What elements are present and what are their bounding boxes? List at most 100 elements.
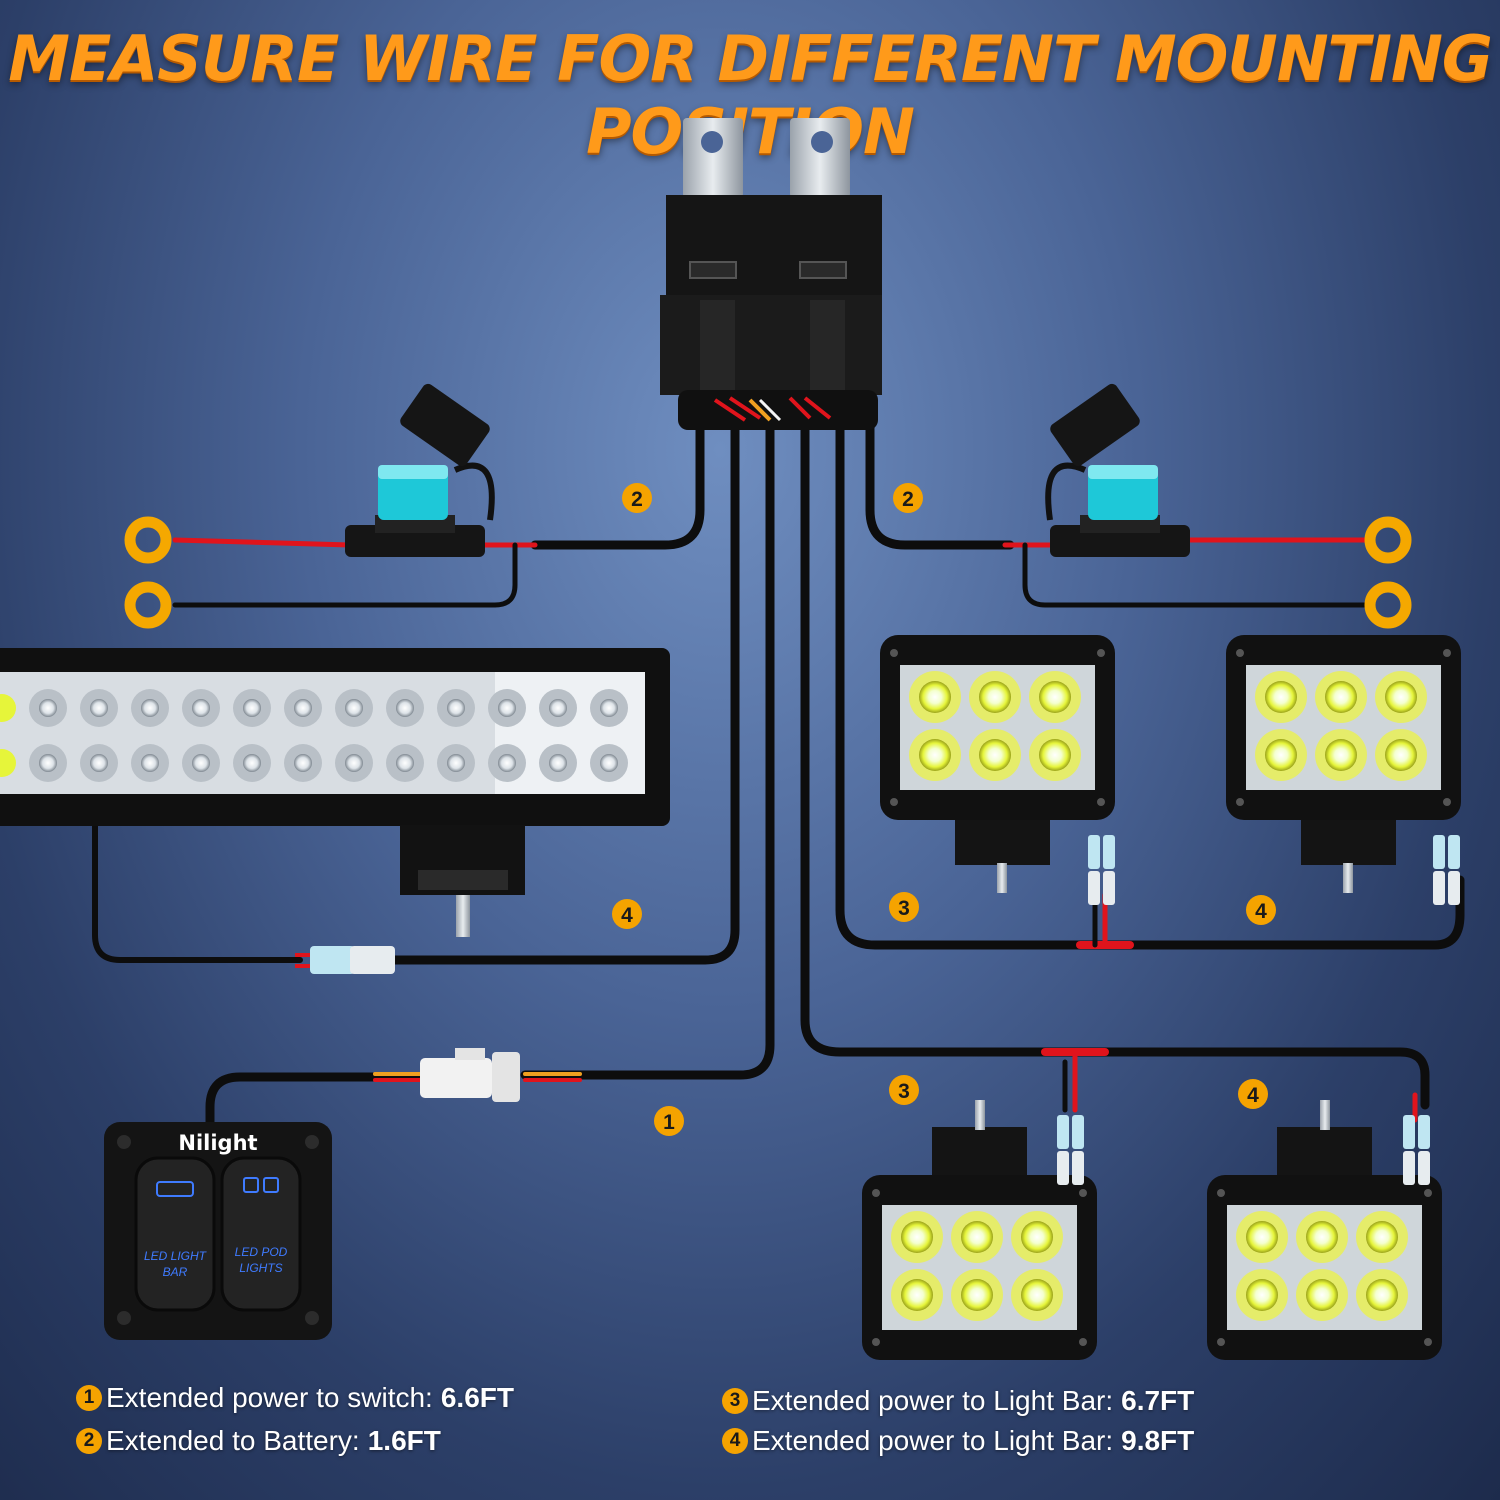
relay-left xyxy=(660,118,774,395)
pod-screw xyxy=(1424,1338,1432,1346)
pod-screw xyxy=(1443,649,1451,657)
wire-light-bar xyxy=(390,415,740,965)
svg-text:3: 3 xyxy=(898,1080,910,1103)
pod-led xyxy=(1366,1221,1398,1253)
led-lamp xyxy=(243,699,261,717)
wire-left-ground xyxy=(172,542,518,608)
led-lamp xyxy=(447,699,465,717)
legend-item: 3 Extended power to Light Bar: 6.7FT xyxy=(722,1385,1194,1417)
legend-label: Extended power to Light Bar: xyxy=(752,1385,1114,1416)
pod-led xyxy=(919,739,951,771)
svg-text:2: 2 xyxy=(902,488,914,511)
wire-marker-badge: 1 xyxy=(654,1106,684,1136)
relay-window xyxy=(689,261,737,279)
switch-rocker-right[interactable] xyxy=(220,1156,302,1312)
legend-item: 4 Extended power to Light Bar: 9.8FT xyxy=(722,1425,1194,1457)
led-lamp xyxy=(39,699,57,717)
led-lamp xyxy=(90,754,108,772)
pod-screw xyxy=(1236,649,1244,657)
pod-connector xyxy=(1088,871,1100,905)
pod-screw xyxy=(1097,798,1105,806)
wire-marker-badge: 4 xyxy=(612,899,642,929)
pod-screw xyxy=(872,1338,880,1346)
fuse-holder-left xyxy=(345,383,495,557)
pod-led xyxy=(1265,739,1297,771)
connector-light-bar xyxy=(295,946,395,974)
pod-connector xyxy=(1448,835,1460,869)
legend-label: Extended power to Light Bar: xyxy=(752,1425,1114,1456)
legend-value: 9.8FT xyxy=(1121,1425,1195,1456)
pod-connector xyxy=(1103,835,1115,869)
pod-led xyxy=(901,1221,933,1253)
led-lamp xyxy=(90,699,108,717)
pod-led xyxy=(961,1279,993,1311)
legend-value: 1.6FT xyxy=(367,1425,441,1456)
pod-connector xyxy=(1057,1115,1069,1149)
wire-group xyxy=(92,415,1465,1130)
relay-socket-shade xyxy=(810,300,845,395)
legend-number-badge: 3 xyxy=(722,1388,748,1414)
wire-left-red-ring xyxy=(172,537,353,548)
led-light-bar xyxy=(0,648,670,937)
pod-connector xyxy=(1403,1115,1415,1149)
legend-number-badge: 1 xyxy=(76,1385,102,1411)
svg-text:4: 4 xyxy=(1247,1084,1259,1107)
pod-led xyxy=(1366,1279,1398,1311)
relay-housing xyxy=(774,195,882,300)
pod-led xyxy=(1306,1279,1338,1311)
led-lamp-edge xyxy=(0,749,16,777)
light-bar-leds xyxy=(0,689,628,782)
pod-light-upper-right xyxy=(1226,635,1461,905)
wire-switch xyxy=(520,415,775,1080)
pod-led xyxy=(979,681,1011,713)
pod-light-lower-right xyxy=(1207,1100,1442,1360)
pod-led xyxy=(1325,739,1357,771)
pod-led xyxy=(1306,1221,1338,1253)
wire-right-battery xyxy=(865,415,1015,550)
pod-led xyxy=(1039,681,1071,713)
pod-led xyxy=(1246,1221,1278,1253)
pod-light-upper-left xyxy=(880,635,1115,905)
switch-harness-connector xyxy=(420,1048,520,1102)
wire-upper-pods xyxy=(835,415,1465,950)
pod-screw xyxy=(890,798,898,806)
pod-led xyxy=(1021,1221,1053,1253)
wire-marker-badges: 2 2 4 3 4 1 3 4 xyxy=(612,483,1276,1136)
pod-screw xyxy=(1079,1338,1087,1346)
pod-led xyxy=(1246,1279,1278,1311)
svg-text:4: 4 xyxy=(1255,900,1267,923)
switch-label-right-1: LED POD xyxy=(235,1245,288,1259)
switch-rocker-left[interactable] xyxy=(134,1156,216,1312)
pod-screw xyxy=(1217,1338,1225,1346)
led-lamp xyxy=(600,754,618,772)
wire-marker-badge: 2 xyxy=(622,483,652,513)
wire-right-ground xyxy=(1022,542,1368,608)
pod-screw xyxy=(872,1189,880,1197)
pod-screw xyxy=(1443,798,1451,806)
pod-connector xyxy=(1448,871,1460,905)
wire-marker-badge: 4 xyxy=(1238,1079,1268,1109)
pod-mount xyxy=(1277,1127,1372,1179)
fuse-cap xyxy=(400,383,490,467)
pod-led xyxy=(919,681,951,713)
legend-item: 1 Extended power to switch: 6.6FT xyxy=(76,1382,514,1414)
legend-number-badge: 2 xyxy=(76,1428,102,1454)
pod-led xyxy=(1039,739,1071,771)
pod-lights-symbol-icon xyxy=(243,1177,279,1193)
switch-label-left-1: LED LIGHT xyxy=(144,1249,208,1263)
svg-text:1: 1 xyxy=(663,1111,675,1134)
led-lamp xyxy=(600,699,618,717)
relay-bracket xyxy=(790,118,850,198)
pod-screw xyxy=(1217,1189,1225,1197)
pod-screw xyxy=(1097,649,1105,657)
relay-window xyxy=(799,261,847,279)
ring-terminals xyxy=(124,516,1412,629)
relay-housing xyxy=(666,195,774,300)
pod-led xyxy=(1325,681,1357,713)
ring-terminal xyxy=(124,581,172,629)
ring-terminal xyxy=(1364,516,1412,564)
wire-lower-pods xyxy=(800,415,1430,1110)
switch-label-right-2: LIGHTS xyxy=(239,1261,282,1275)
led-lamp xyxy=(39,754,57,772)
led-lamp xyxy=(345,699,363,717)
